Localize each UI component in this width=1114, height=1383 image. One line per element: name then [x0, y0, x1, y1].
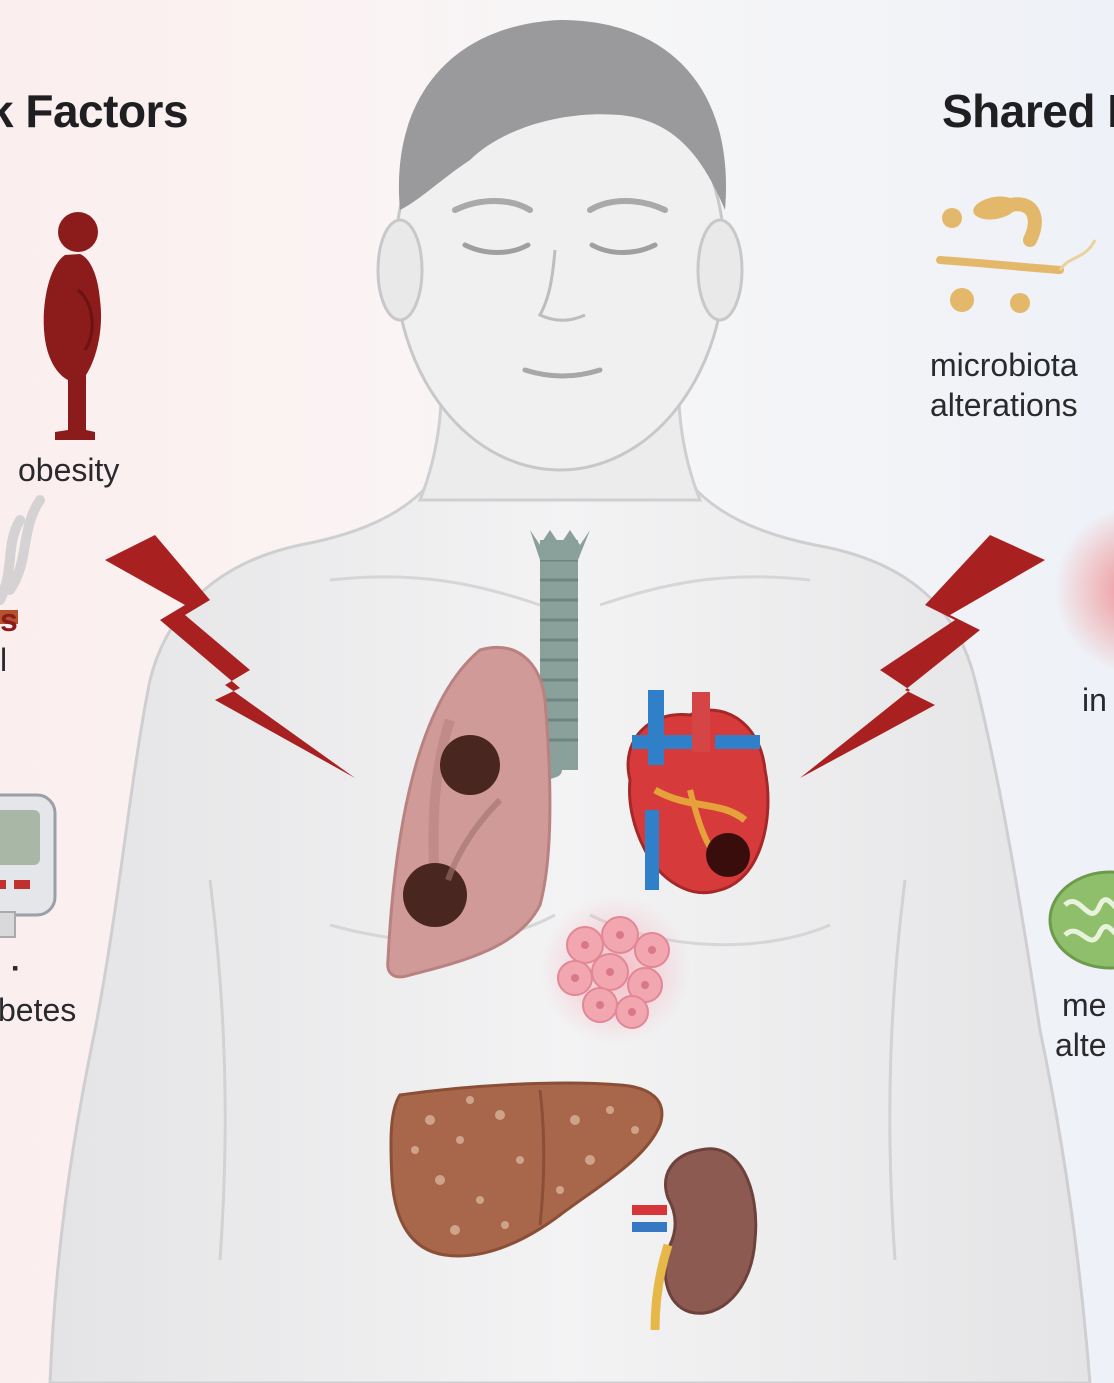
obesity-label: obesity: [18, 450, 119, 490]
smoking-label-fragment-2: l: [0, 640, 7, 680]
smoking-label-fragment: s: [0, 600, 18, 640]
smoke-icon: [0, 500, 40, 600]
adipose-tissue-icon: [540, 895, 690, 1045]
metabolic-label-2: alte: [1055, 1025, 1107, 1065]
shared-mechanisms-heading: Shared M: [942, 84, 1114, 138]
microbiota-label-2: alterations: [930, 385, 1078, 425]
inflammation-glow-icon: [1055, 505, 1114, 675]
risk-factors-heading: k Factors: [0, 84, 188, 138]
glucose-meter-icon: [0, 795, 55, 937]
obese-person-icon: [44, 212, 101, 440]
metabolic-label: me: [1062, 985, 1106, 1025]
tumor-lower: [403, 863, 467, 927]
diabetes-mark: ▪: [12, 948, 18, 988]
inflammation-label: in: [1082, 680, 1107, 720]
diabetes-label: betes: [0, 990, 76, 1030]
tumor-upper: [440, 735, 500, 795]
microbiota-label: microbiota: [930, 345, 1078, 385]
bacteria-icon: [940, 193, 1095, 313]
mitochondria-icon: [1050, 872, 1114, 968]
